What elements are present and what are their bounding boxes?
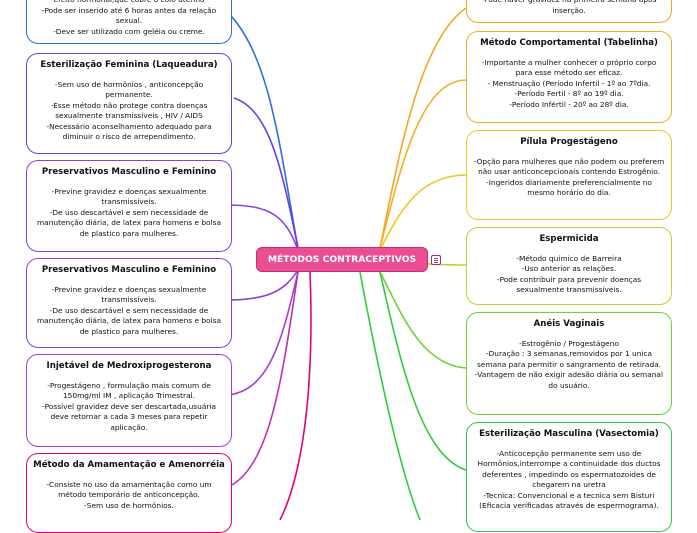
- connector-left-0: [224, 9, 299, 249]
- node-laqueadura[interactable]: Esterilização Feminina (Laqueadura) -Sem…: [26, 53, 232, 154]
- connector-right-4: [379, 271, 467, 369]
- node-title: Esterilização Feminina (Laqueadura): [40, 60, 218, 70]
- node-diu-note[interactable]: -Pode haver gravidez na primeira semana …: [466, 0, 672, 23]
- node-preservativos-1[interactable]: Preservativos Masculino e Feminino -Prev…: [26, 160, 232, 252]
- node-title: Anéis Vaginais: [533, 319, 605, 329]
- node-title: Preservativos Masculino e Feminino: [41, 167, 217, 177]
- node-body: -Pode haver gravidez na primeira semana …: [482, 0, 657, 15]
- connector-left-5: [225, 271, 299, 489]
- node-body: -Previne gravidez e doenças sexualmente …: [36, 186, 221, 238]
- connector-left-1: [233, 97, 299, 249]
- node-espermicida[interactable]: Espermicida -Método químico de Barreira …: [466, 227, 672, 305]
- node-title: Espermicida: [539, 234, 599, 244]
- connector-left-4: [227, 271, 299, 396]
- node-pilula-progestageno[interactable]: Pílula Progestágeno -Opção para mulheres…: [466, 130, 672, 220]
- node-title: Esterilização Masculina (Vasectomia): [479, 429, 659, 439]
- node-body: -Previne gravidez e doenças sexualmente …: [36, 284, 221, 336]
- connector-bottom-0: [279, 271, 312, 520]
- connector-left-2: [225, 204, 299, 251]
- central-topic[interactable]: MÉTODOS CONTRACEPTIVOS: [256, 247, 428, 272]
- node-amamentacao[interactable]: Método da Amamentação e Amenorréia -Cons…: [26, 453, 232, 533]
- node-title: Pílula Progestágeno: [520, 137, 618, 147]
- node-body: efeito hormonal,que cobre o colo uterino…: [41, 0, 217, 36]
- connector-right-1: [379, 79, 467, 249]
- connector-bottom-1: [359, 271, 421, 520]
- connector-left-3: [225, 269, 299, 301]
- node-vasectomia[interactable]: Esterilização Masculina (Vasectomia) -An…: [466, 422, 672, 532]
- menu-icon[interactable]: [431, 255, 441, 265]
- node-title: Método da Amamentação e Amenorréia: [33, 460, 225, 470]
- node-aneis-vaginais[interactable]: Anéis Vaginais -Estrogênio / Progestágen…: [466, 312, 672, 415]
- node-body: -Importante a mulher conhecer o próprio …: [481, 57, 657, 109]
- node-injetavel[interactable]: Injetável de Medroxiprogesterona -Proges…: [26, 354, 232, 447]
- connector-right-5: [379, 271, 467, 471]
- node-title: Método Comportamental (Tabelinha): [480, 38, 658, 48]
- node-diafragma[interactable]: efeito hormonal,que cobre o colo uterino…: [26, 0, 232, 44]
- node-body: -Opção para mulheres que não podem ou pr…: [473, 156, 665, 198]
- node-body: -Anticocepção permanente sem uso de Horm…: [477, 448, 661, 511]
- node-body: -Estrogênio / Progestágeno -Duração : 3 …: [475, 338, 663, 390]
- node-tabelinha[interactable]: Método Comportamental (Tabelinha) -Impor…: [466, 31, 672, 123]
- node-body: -Progestágeno , formulação mais comum de…: [42, 380, 216, 432]
- connector-right-2: [379, 174, 467, 251]
- node-body: -Sem uso de hormônios , anticoncepção pe…: [46, 79, 212, 142]
- connector-right-0: [379, 7, 467, 249]
- node-body: -Consiste no uso da amamentação como um …: [46, 479, 212, 510]
- node-title: Injetável de Medroxiprogesterona: [46, 361, 212, 371]
- node-body: -Método químico de Barreira -Uso anterio…: [496, 253, 642, 295]
- node-title: Preservativos Masculino e Feminino: [41, 265, 217, 275]
- node-preservativos-2[interactable]: Preservativos Masculino e Feminino -Prev…: [26, 258, 232, 348]
